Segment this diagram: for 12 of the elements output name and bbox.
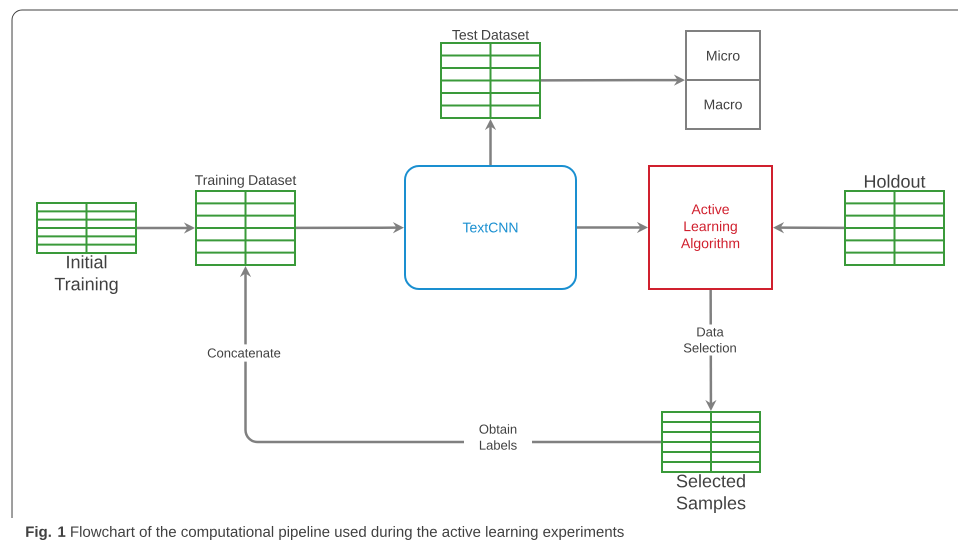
model-box: TextCNN (404, 165, 577, 290)
step-label: Concatenate (203, 344, 285, 362)
algorithm-box: Active Learning Algorithm (648, 165, 773, 290)
table-title: Training Dataset (195, 174, 296, 188)
table-title: Selected Samples (676, 474, 746, 513)
edge-label: Obtain Labels (464, 421, 532, 453)
table-title: Test Dataset (452, 30, 530, 40)
edge-label: Data Selection (676, 324, 744, 356)
caption: Fig. 1 Flowchart of the computational pipeline used during the active learning experiments (26, 526, 624, 540)
metrics-box: Micro Macro (685, 30, 761, 130)
table-title: Initial Training (54, 255, 118, 294)
table-title: Holdout (864, 174, 926, 188)
